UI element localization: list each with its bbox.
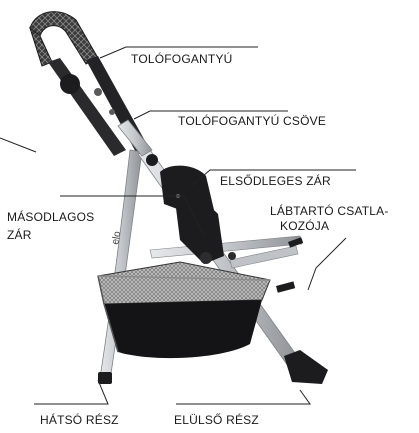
label-secondary-lock-line1: MÁSODLAGOS: [7, 211, 94, 224]
leader-footrest-connector: [308, 238, 346, 290]
handle-fold-knob: [60, 74, 80, 94]
leader-front-part: [176, 390, 310, 404]
label-push-handle-tube: TOLÓFOGANTYÚ CSÖVE: [178, 115, 326, 128]
front-wheel-mount: [284, 350, 328, 384]
leader-left-tube: [0, 138, 36, 152]
label-front-part: ELÜLSŐ RÉSZ: [174, 414, 259, 427]
shopping-basket: [98, 262, 270, 358]
leader-rear-part: [34, 380, 108, 404]
label-primary-lock: ELSŐDLEGES ZÁR: [220, 175, 331, 188]
label-push-handle: TOLÓFOGANTYÚ: [131, 53, 233, 66]
label-footrest-connector-line2: KOZÓJA: [280, 220, 329, 233]
label-footrest-connector-line1: LÁBTARTÓ CSATLA-: [270, 205, 389, 218]
label-rear-part: HÁTSÓ RÉSZ: [40, 414, 119, 427]
label-secondary-lock-line2: ZÁR: [7, 229, 32, 242]
handle-grip: [30, 12, 98, 66]
frame-logo: elo: [110, 230, 123, 245]
rear-wheel-mount: [98, 372, 112, 384]
